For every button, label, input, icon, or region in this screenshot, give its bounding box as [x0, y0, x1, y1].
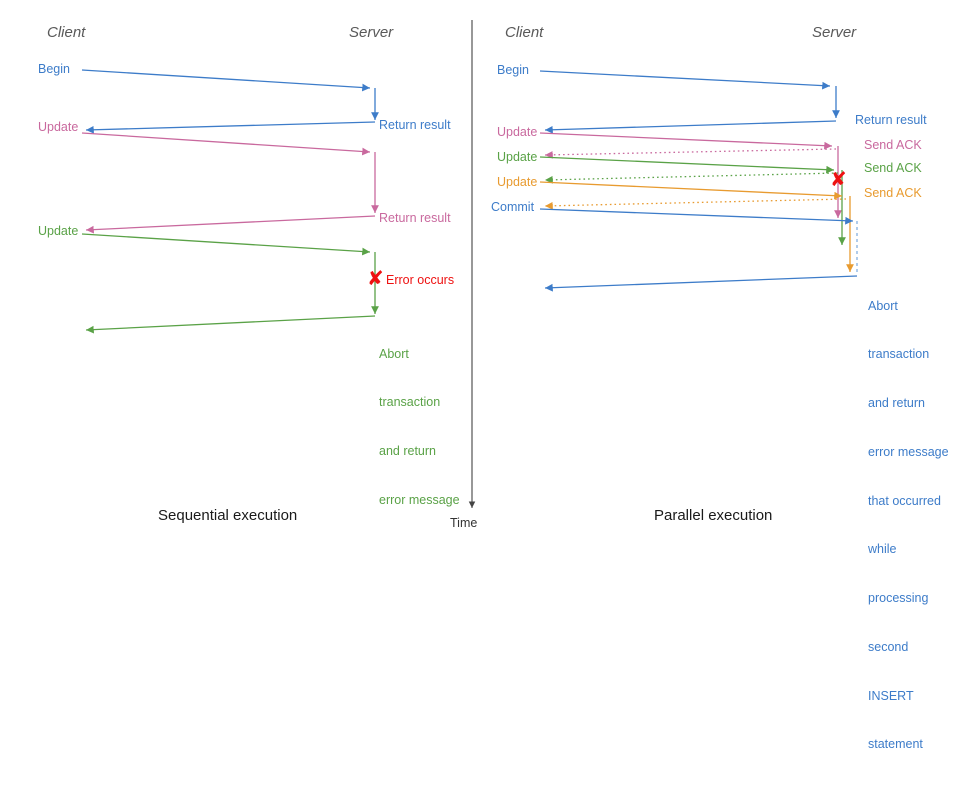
right-abort-line-3: and return — [868, 396, 925, 410]
seq-msg-return-result-1 — [85, 121, 376, 134]
left-panel-caption: Sequential execution — [158, 507, 298, 524]
par-ack-2 — [544, 172, 839, 184]
right-abort-block: Abort transaction and return error messa… — [868, 265, 949, 785]
right-label-update-1: Update — [497, 125, 538, 139]
seq-msg-begin — [81, 69, 371, 92]
par-msg-update-1 — [539, 132, 833, 150]
error-x-icon-right: ✘ — [830, 169, 847, 191]
right-label-update-2: Update — [497, 150, 538, 164]
left-label-return-result-1: Return result — [379, 118, 451, 132]
seq-msg-abort — [85, 315, 376, 334]
right-label-send-ack-2: Send ACK — [864, 161, 922, 175]
left-abort-block: Abort transaction and return error messa… — [379, 313, 460, 541]
right-abort-line-10: statement — [868, 737, 923, 752]
left-label-begin: Begin — [38, 62, 70, 76]
left-actor-server: Server — [349, 24, 394, 41]
right-abort-line-9: INSERT — [868, 688, 914, 703]
right-label-send-ack-1: Send ACK — [864, 138, 922, 152]
right-panel-caption: Parallel execution — [654, 507, 773, 524]
par-ack-1 — [544, 148, 837, 159]
left-actor-client: Client — [47, 24, 86, 41]
right-actor-client: Client — [505, 24, 544, 41]
right-abort-line-8: second — [868, 639, 909, 654]
left-label-update-2: Update — [38, 224, 79, 238]
right-label-send-ack-3: Send ACK — [864, 186, 922, 200]
diagram-canvas: Client Server Begin Update Update Return… — [38, 20, 949, 751]
left-abort-line-4: error message — [379, 492, 460, 507]
right-label-update-3: Update — [497, 175, 538, 189]
seq-msg-update-1 — [81, 132, 371, 156]
par-msg-update-3 — [539, 181, 843, 200]
error-x-icon-left: ✘ — [367, 268, 384, 290]
left-abort-line-3: and return — [379, 444, 436, 458]
par-msg-begin — [539, 70, 831, 90]
time-axis-label: Time — [450, 516, 478, 530]
right-abort-line-7: processing — [868, 591, 929, 605]
right-abort-line-5: that occurred — [868, 493, 941, 508]
right-abort-line-4: error message — [868, 444, 949, 459]
right-abort-line-2: transaction — [868, 347, 930, 362]
seq-msg-update-2 — [81, 233, 371, 256]
par-ack-3 — [544, 198, 847, 210]
left-label-error-occurs: Error occurs — [386, 273, 455, 287]
right-label-return-result: Return result — [855, 113, 927, 127]
par-msg-commit — [539, 208, 854, 225]
sequence-diagram-svg — [81, 20, 858, 508]
right-abort-line-1: Abort — [868, 298, 898, 313]
right-label-begin: Begin — [497, 63, 529, 77]
right-abort-line-6: while — [868, 542, 897, 557]
seq-msg-return-result-2 — [85, 215, 376, 234]
left-label-update-1: Update — [38, 120, 79, 134]
right-actor-server: Server — [812, 24, 857, 41]
par-msg-update-2 — [539, 156, 835, 174]
par-msg-return-result — [544, 120, 837, 134]
left-label-return-result-2: Return result — [379, 211, 451, 225]
left-abort-line-1: Abort — [379, 346, 409, 361]
right-label-commit: Commit — [491, 200, 535, 214]
left-abort-line-2: transaction — [379, 395, 441, 410]
par-msg-abort — [544, 275, 858, 292]
